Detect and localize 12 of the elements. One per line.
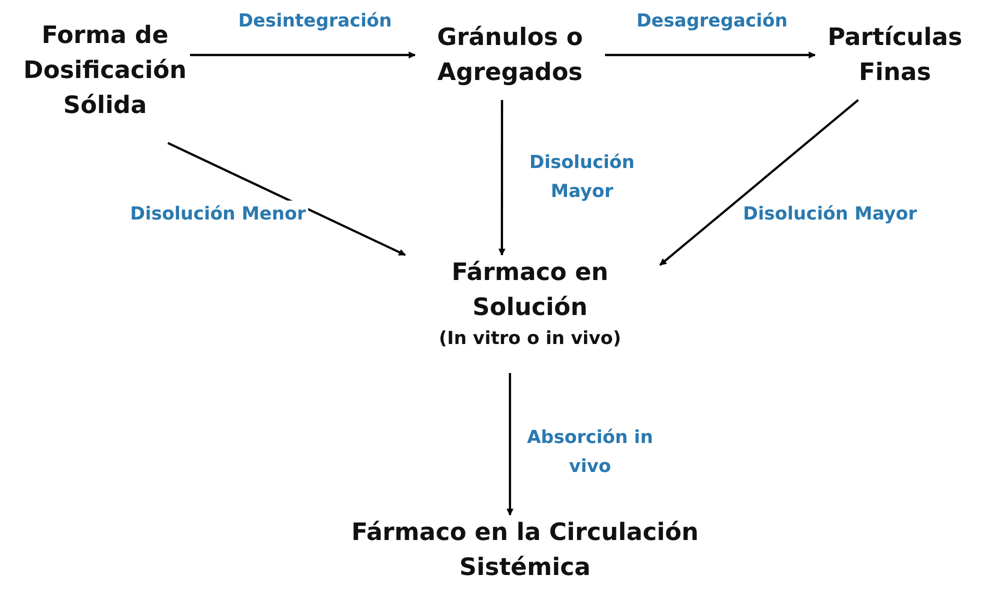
node-title: Fármaco en Solución xyxy=(450,257,610,323)
arrow xyxy=(190,52,416,58)
node-title: Gránulos o Agregados xyxy=(436,22,584,88)
node-title: Partículas Finas xyxy=(826,22,964,88)
node-title: Forma de Dosificación Sólida xyxy=(22,20,188,121)
arrow xyxy=(498,100,506,256)
arrow xyxy=(659,99,859,266)
node-subtitle: (In vitro o in vivo) xyxy=(438,326,622,351)
arrow xyxy=(167,142,406,256)
arrow xyxy=(605,52,816,58)
arrow xyxy=(506,373,514,516)
node-title: Fármaco en la Circulación Sistémica xyxy=(350,517,700,583)
